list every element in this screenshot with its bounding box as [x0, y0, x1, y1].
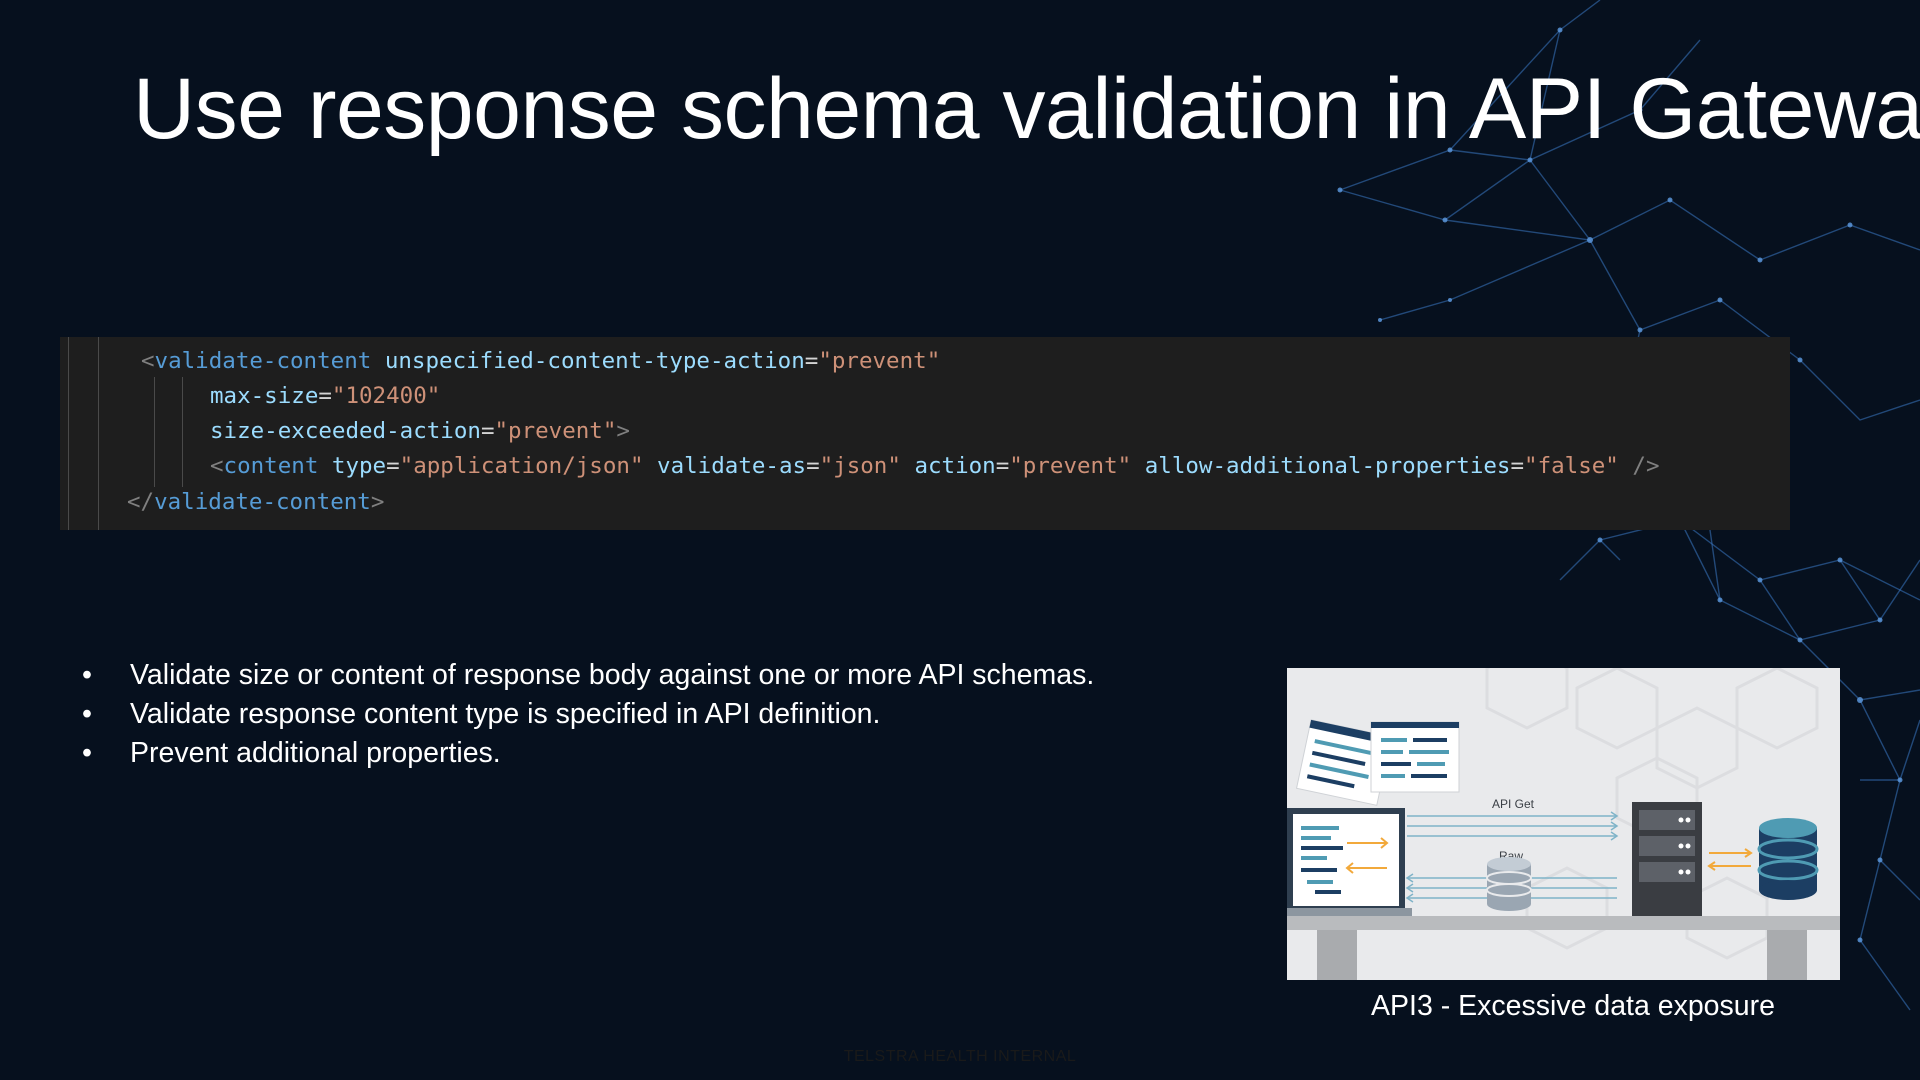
code-token-eq: = — [806, 453, 820, 479]
code-token-tag: validate-content — [154, 348, 372, 374]
code-token-punc: < — [210, 453, 224, 479]
slide-title: Use response schema validation in API Ga… — [133, 61, 1920, 157]
code-line-4: <content type="application/json" validat… — [210, 449, 1660, 484]
code-token-tag: content — [223, 453, 319, 479]
code-token-eq — [901, 453, 915, 479]
code-token-str: "application/json" — [399, 453, 644, 479]
code-token-eq: = — [318, 383, 332, 409]
code-token-attr: size-exceeded-action — [210, 418, 481, 444]
code-token-str: "102400" — [331, 383, 441, 409]
code-token-eq — [318, 453, 332, 479]
server-rack-icon — [1632, 802, 1702, 916]
bullet-item: Prevent additional properties. — [82, 734, 1094, 773]
code-token-eq: = — [386, 453, 400, 479]
indent-guide — [98, 337, 99, 530]
code-token-str: "prevent" — [494, 418, 617, 444]
figure-caption: API3 - Excessive data exposure — [1371, 990, 1775, 1022]
code-token-str: "prevent" — [818, 348, 941, 374]
code-token-str: "false" — [1524, 453, 1619, 479]
code-token-eq: = — [1510, 453, 1525, 479]
code-token-attr: type — [331, 453, 387, 479]
code-line-5: </validate-content> — [127, 485, 384, 520]
indent-guide — [154, 377, 155, 487]
indent-guide — [68, 337, 69, 530]
code-token-punc: </ — [127, 489, 155, 515]
database-icon — [1757, 818, 1819, 900]
code-token-eq — [644, 453, 658, 479]
bullet-list: Validate size or content of response bod… — [82, 656, 1094, 773]
indent-guide — [182, 377, 183, 487]
code-token-eq — [371, 348, 385, 374]
code-token-str: "prevent" — [1009, 453, 1132, 479]
api-data-exposure-illustration: API Get Raw — [1287, 668, 1840, 980]
raw-database-icon — [1486, 857, 1532, 911]
code-token-eq: = — [995, 453, 1010, 479]
bullet-item: Validate size or content of response bod… — [82, 656, 1094, 695]
classification-footer: TELSTRA HEALTH INTERNAL — [843, 1048, 1077, 1065]
code-snippet-panel: <validate-content unspecified-content-ty… — [60, 337, 1790, 530]
code-token-tag: validate-content — [154, 489, 371, 515]
code-token-attr: validate-as — [657, 453, 807, 479]
code-token-punc: /> — [1618, 453, 1660, 479]
code-token-attr: max-size — [210, 383, 319, 409]
code-token-eq: = — [480, 418, 495, 444]
bullet-item: Validate response content type is specif… — [82, 695, 1094, 734]
code-token-punc: < — [141, 348, 155, 374]
code-line-2: max-size="102400" — [210, 379, 440, 414]
code-token-eq: = — [804, 348, 819, 374]
code-token-attr: unspecified-content-type-action — [384, 348, 805, 374]
code-token-punc: > — [616, 418, 630, 444]
code-token-punc: > — [370, 489, 385, 515]
code-line-3: size-exceeded-action="prevent"> — [210, 414, 630, 449]
code-token-attr: action — [914, 453, 996, 479]
code-token-str: "json" — [819, 453, 901, 479]
code-token-eq — [1131, 453, 1145, 479]
code-token-attr: allow-additional-properties — [1144, 453, 1511, 479]
code-line-1: <validate-content unspecified-content-ty… — [141, 344, 940, 379]
api-get-label: API Get — [1492, 797, 1535, 811]
